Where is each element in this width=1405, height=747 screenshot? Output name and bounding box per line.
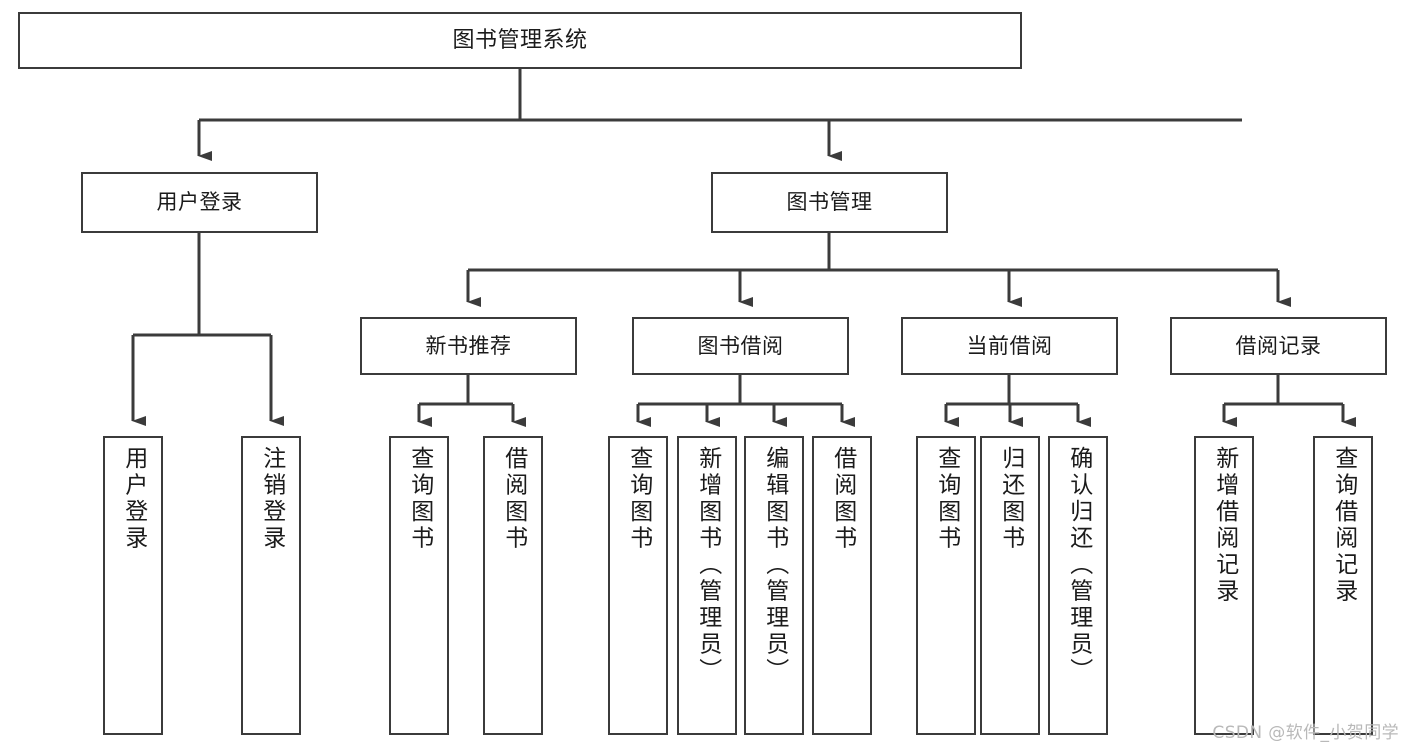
leaf-current-borrow-return[interactable]: 归还图书 [980,436,1040,735]
leaf-book-borrow-add[interactable]: 新增图书（管理员） [677,436,737,735]
leaf-borrow-record-add[interactable]: 新增借阅记录 [1194,436,1254,735]
leaf-new-book-query-label: 查询图书 [406,446,433,552]
leaf-current-borrow-query[interactable]: 查询图书 [916,436,976,735]
leaf-new-book-borrow-label: 借阅图书 [500,446,527,552]
leaf-user-login-logout-label: 注销登录 [258,446,285,552]
leaf-borrow-record-query-label: 查询借阅记录 [1330,446,1357,605]
leaf-new-book-query[interactable]: 查询图书 [389,436,449,735]
leaf-book-borrow-query-label: 查询图书 [625,446,652,552]
leaf-user-login-logout[interactable]: 注销登录 [241,436,301,735]
node-borrow-record[interactable]: 借阅记录 [1170,317,1387,375]
node-root-label: 图书管理系统 [452,27,588,53]
node-new-book-recommend-label: 新书推荐 [425,333,512,358]
leaf-user-login-login[interactable]: 用户登录 [103,436,163,735]
watermark: CSDN @软件_小贺同学 [1212,723,1399,743]
node-current-borrow[interactable]: 当前借阅 [901,317,1118,375]
leaf-book-borrow-add-label: 新增图书（管理员） [694,446,721,685]
leaf-new-book-borrow[interactable]: 借阅图书 [483,436,543,735]
node-book-borrow[interactable]: 图书借阅 [632,317,849,375]
leaf-book-borrow-borrow-label: 借阅图书 [829,446,856,552]
leaf-book-borrow-query[interactable]: 查询图书 [608,436,668,735]
node-book-borrow-label: 图书借阅 [697,333,784,358]
node-book-management[interactable]: 图书管理 [711,172,948,233]
node-new-book-recommend[interactable]: 新书推荐 [360,317,577,375]
leaf-user-login-login-label: 用户登录 [120,446,147,552]
leaf-current-borrow-return-label: 归还图书 [997,446,1024,552]
leaf-book-borrow-edit-label: 编辑图书（管理员） [761,446,788,685]
leaf-current-borrow-query-label: 查询图书 [933,446,960,552]
leaf-current-borrow-confirm-label: 确认归还（管理员） [1065,446,1092,685]
node-root[interactable]: 图书管理系统 [18,12,1022,69]
node-book-management-label: 图书管理 [786,190,873,215]
leaf-current-borrow-confirm[interactable]: 确认归还（管理员） [1048,436,1108,735]
leaf-book-borrow-borrow[interactable]: 借阅图书 [812,436,872,735]
leaf-borrow-record-query[interactable]: 查询借阅记录 [1313,436,1373,735]
node-user-login[interactable]: 用户登录 [81,172,318,233]
node-current-borrow-label: 当前借阅 [966,333,1053,358]
node-user-login-label: 用户登录 [156,190,243,215]
leaf-borrow-record-add-label: 新增借阅记录 [1211,446,1238,605]
leaf-book-borrow-edit[interactable]: 编辑图书（管理员） [744,436,804,735]
node-borrow-record-label: 借阅记录 [1235,333,1322,358]
